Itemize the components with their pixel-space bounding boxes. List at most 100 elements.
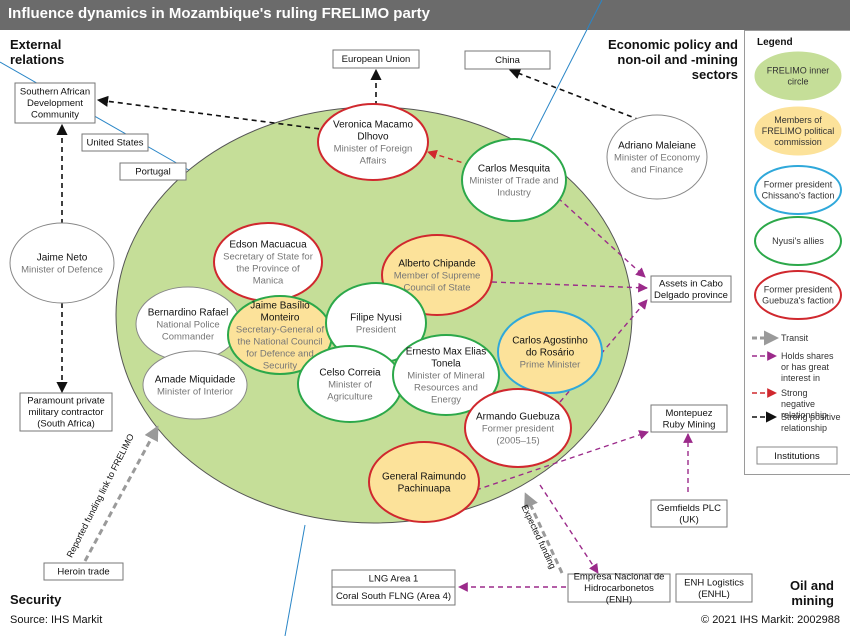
institution-box-china: China — [464, 50, 551, 70]
title-bar: Influence dynamics in Mozambique's rulin… — [0, 0, 850, 30]
person-role: (2005–15) — [496, 435, 539, 446]
institution-label: Ruby Mining — [663, 419, 716, 430]
legend-swatch — [754, 51, 842, 101]
transit-link-arrow — [83, 425, 159, 562]
person-role: Commander — [162, 331, 214, 342]
person-ellipse — [464, 388, 572, 468]
person-role: Secretary of State for — [223, 251, 313, 262]
page-title: Influence dynamics in Mozambique's rulin… — [8, 5, 430, 22]
legend-line-transit: Transit — [752, 330, 809, 346]
legend-institutions: Institutions — [756, 446, 838, 465]
institution-label: Gemfields PLC — [657, 503, 721, 514]
institution-box-us: United States — [81, 133, 149, 152]
institution-label: LNG Area 1 — [369, 574, 419, 585]
legend-line-label: interest in — [781, 373, 820, 383]
person-name: Dlhovo — [357, 131, 389, 142]
quadrant-divider-line — [284, 524, 306, 636]
positive-link-arrow — [96, 95, 329, 131]
person-name: Bernardino Rafael — [148, 307, 229, 318]
institution-box-coral: Coral South FLNG (Area 4) — [331, 586, 456, 606]
institution-rect — [43, 562, 124, 581]
institution-rect — [332, 49, 420, 69]
source-note: Source: IHS Markit — [10, 614, 103, 626]
person-name: Celso Correia — [319, 367, 381, 378]
legend-institution-swatch — [756, 446, 838, 465]
legend-line-label: relationship — [781, 410, 827, 420]
person-ellipse — [317, 103, 429, 181]
person-role: National Police — [156, 319, 219, 330]
person-ellipse — [392, 334, 500, 416]
legend-line-label: Transit — [781, 333, 809, 343]
institution-label: (ENHL) — [698, 589, 730, 600]
legend-swatch — [754, 216, 842, 266]
person-ellipse — [9, 222, 115, 304]
institution-label: Assets in Cabo — [659, 278, 723, 289]
person-role: Resources and — [414, 382, 478, 393]
person-role: Energy — [431, 394, 461, 405]
shares-link-arrow — [491, 281, 648, 293]
legend-line-label: or has great — [781, 362, 830, 372]
institution-label: military contractor — [29, 407, 104, 418]
institution-box-eu: European Union — [332, 49, 420, 69]
person-role: Minister of Interior — [157, 386, 233, 397]
institution-label: Coral South FLNG (Area 4) — [336, 591, 451, 602]
person-role: Secretary-General of — [236, 324, 325, 335]
legend-line-label: Strong — [781, 388, 808, 398]
person-name: Tonela — [431, 358, 461, 369]
legend-line-label: Strong positive — [781, 412, 841, 422]
institution-label: Hidrocarbonetos — [584, 583, 654, 594]
person-role: Minister of Foreign — [334, 143, 413, 154]
legend-item-label: commission — [774, 137, 822, 147]
person-role: Manica — [253, 275, 284, 286]
institution-label: Southern African — [20, 87, 90, 98]
person-role: Security — [263, 360, 298, 371]
person-role: Minister of Trade and — [469, 175, 558, 186]
legend-item-nyusi: Nyusi's allies — [754, 216, 842, 266]
legend-item-label: Nyusi's allies — [772, 236, 824, 246]
person-ellipse — [606, 114, 708, 200]
institution-box-enhl: ENH Logistics(ENHL) — [675, 573, 753, 603]
person-name: Jaime Neto — [37, 252, 88, 263]
person-ellipse — [497, 310, 603, 394]
person-name: Filipe Nyusi — [350, 312, 402, 323]
person-role: President — [356, 324, 396, 335]
institution-rect — [19, 392, 113, 432]
person-role: Minister of Defence — [21, 264, 103, 275]
institution-label: Delgado province — [654, 290, 728, 301]
quadrant-label-external: External relations — [10, 37, 65, 67]
person-name: Jaime Basílio — [250, 300, 310, 311]
institution-rect — [650, 499, 728, 528]
institution-label: Community — [31, 110, 79, 121]
institution-box-heroin: Heroin trade — [43, 562, 124, 581]
institution-label: European Union — [342, 54, 411, 65]
institution-box-lng: LNG Area 1 — [331, 569, 456, 588]
institution-box-gemfields: Gemfields PLC(UK) — [650, 499, 728, 528]
legend-item-label: Chissano's faction — [762, 191, 835, 201]
institution-label: Development — [27, 98, 83, 109]
legend-title: Legend — [757, 37, 793, 48]
institution-label: Montepuez — [665, 408, 712, 419]
institution-label: United States — [86, 138, 143, 149]
quadrant-label-economic: Economic policy and non-oil and -mining … — [607, 37, 738, 82]
shares-link-arrow — [475, 430, 649, 491]
quadrant-label-oil: Oil and mining — [789, 578, 834, 608]
person-role: Agriculture — [327, 391, 372, 402]
person-role: Council of State — [403, 282, 470, 293]
legend-line-label: negative — [781, 399, 815, 409]
legend-item-label: Former president — [764, 180, 833, 190]
institution-rect — [331, 586, 456, 606]
institution-label: Portugal — [135, 167, 170, 178]
